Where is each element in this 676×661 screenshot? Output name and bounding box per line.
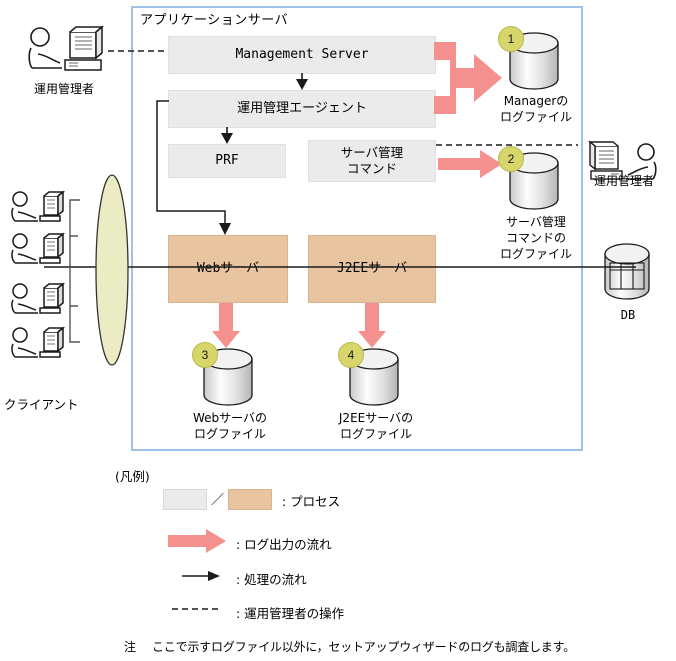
box-prf[interactable]: PRF bbox=[168, 144, 286, 178]
log-flow-arrow-j2ee-server bbox=[358, 303, 386, 348]
label-manager-log: Managerの ログファイル bbox=[482, 93, 590, 125]
cylinder-server-command-log bbox=[509, 152, 559, 210]
admin-left-icon bbox=[28, 25, 105, 71]
legend-icon-log-flow bbox=[168, 529, 226, 553]
cylinder-web-server-log bbox=[203, 348, 253, 406]
legend-label-process: : プロセス bbox=[282, 494, 341, 509]
network-bus-line bbox=[44, 266, 636, 268]
flow-connector-agent-to-web-server bbox=[156, 100, 231, 235]
network-ellipse-icon bbox=[95, 174, 129, 366]
j2ee-log-line2: ログファイル bbox=[339, 427, 412, 442]
box-operations-management-agent[interactable]: 運用管理エージェント bbox=[168, 90, 436, 128]
application-server-container bbox=[131, 6, 583, 451]
client-icon-1 bbox=[11, 190, 66, 222]
server-cmd-log-line2: コマンドの bbox=[505, 231, 566, 246]
admin-right-icon bbox=[588, 140, 657, 180]
cylinder-db bbox=[604, 243, 650, 300]
badge-j2ee-server-log: 4 bbox=[338, 342, 364, 368]
box-server-management-command[interactable]: サーバ管理 コマンド bbox=[308, 140, 436, 182]
legend-title: (凡例) bbox=[115, 469, 150, 484]
server-cmd-log-line1: サーバ管理 bbox=[506, 215, 566, 229]
box-management-server[interactable]: Management Server bbox=[168, 36, 436, 74]
server-cmd-line1: サーバ管理 bbox=[340, 144, 404, 160]
box-j2ee-server[interactable]: J2EEサーバ bbox=[308, 235, 436, 303]
legend-swatch-separator: ／ bbox=[211, 493, 225, 508]
flow-arrow-ms-to-agent bbox=[296, 73, 308, 90]
badge-server-command-log: 2 bbox=[498, 146, 524, 172]
flow-arrow-agent-to-prf bbox=[221, 127, 233, 144]
client-icon-2 bbox=[11, 232, 66, 264]
note-marker: 注 bbox=[124, 640, 137, 654]
badge-manager-log: 1 bbox=[498, 26, 524, 52]
j2ee-log-line1: J2EEサーバの bbox=[338, 411, 414, 425]
label-db: DB bbox=[620, 308, 636, 322]
note-text: ここで示すログファイル以外に，セットアップウィザードのログも調査します。 bbox=[152, 640, 576, 654]
legend-label-process-flow: : 処理の流れ bbox=[236, 572, 307, 587]
admin-right-label: 運用管理者 bbox=[593, 174, 654, 188]
clients-brace bbox=[69, 199, 80, 343]
application-server-title: アプリケーションサーバ bbox=[140, 13, 289, 28]
admin-left-dashed-connector bbox=[108, 50, 170, 52]
manager-log-line2: ログファイル bbox=[499, 110, 572, 125]
log-flow-arrow-server-command bbox=[438, 150, 502, 178]
legend-icon-process-flow bbox=[182, 571, 220, 581]
cylinder-manager-log bbox=[509, 32, 559, 90]
label-server-command-log: サーバ管理 コマンドの ログファイル bbox=[482, 214, 590, 263]
legend-swatch-process-tan bbox=[228, 489, 272, 510]
box-web-server[interactable]: Webサーバ bbox=[168, 235, 288, 303]
label-web-server-log: Webサーバの ログファイル bbox=[175, 410, 285, 442]
client-icon-4 bbox=[11, 326, 66, 358]
label-j2ee-server-log: J2EEサーバの ログファイル bbox=[320, 410, 432, 442]
manager-log-line1: Managerの bbox=[503, 94, 569, 108]
server-cmd-log-line3: ログファイル bbox=[499, 247, 572, 262]
admin-left-label: 運用管理者 bbox=[33, 82, 94, 96]
log-flow-arrow-manager bbox=[434, 42, 502, 114]
web-log-line2: ログファイル bbox=[193, 427, 266, 442]
clients-label: クライアント bbox=[4, 397, 79, 412]
legend-icon-admin-operation bbox=[172, 608, 220, 610]
admin-right-dashed-connector bbox=[436, 144, 578, 146]
legend-swatch-process-gray bbox=[163, 489, 207, 510]
legend-label-admin-operation: : 運用管理者の操作 bbox=[236, 606, 345, 621]
legend-label-log-flow: : ログ出力の流れ bbox=[236, 537, 332, 552]
server-cmd-line2: コマンド bbox=[346, 161, 397, 176]
client-icon-3 bbox=[11, 282, 66, 314]
web-log-line1: Webサーバの bbox=[192, 411, 268, 425]
log-flow-arrow-web-server bbox=[212, 303, 240, 348]
badge-web-server-log: 3 bbox=[192, 342, 218, 368]
